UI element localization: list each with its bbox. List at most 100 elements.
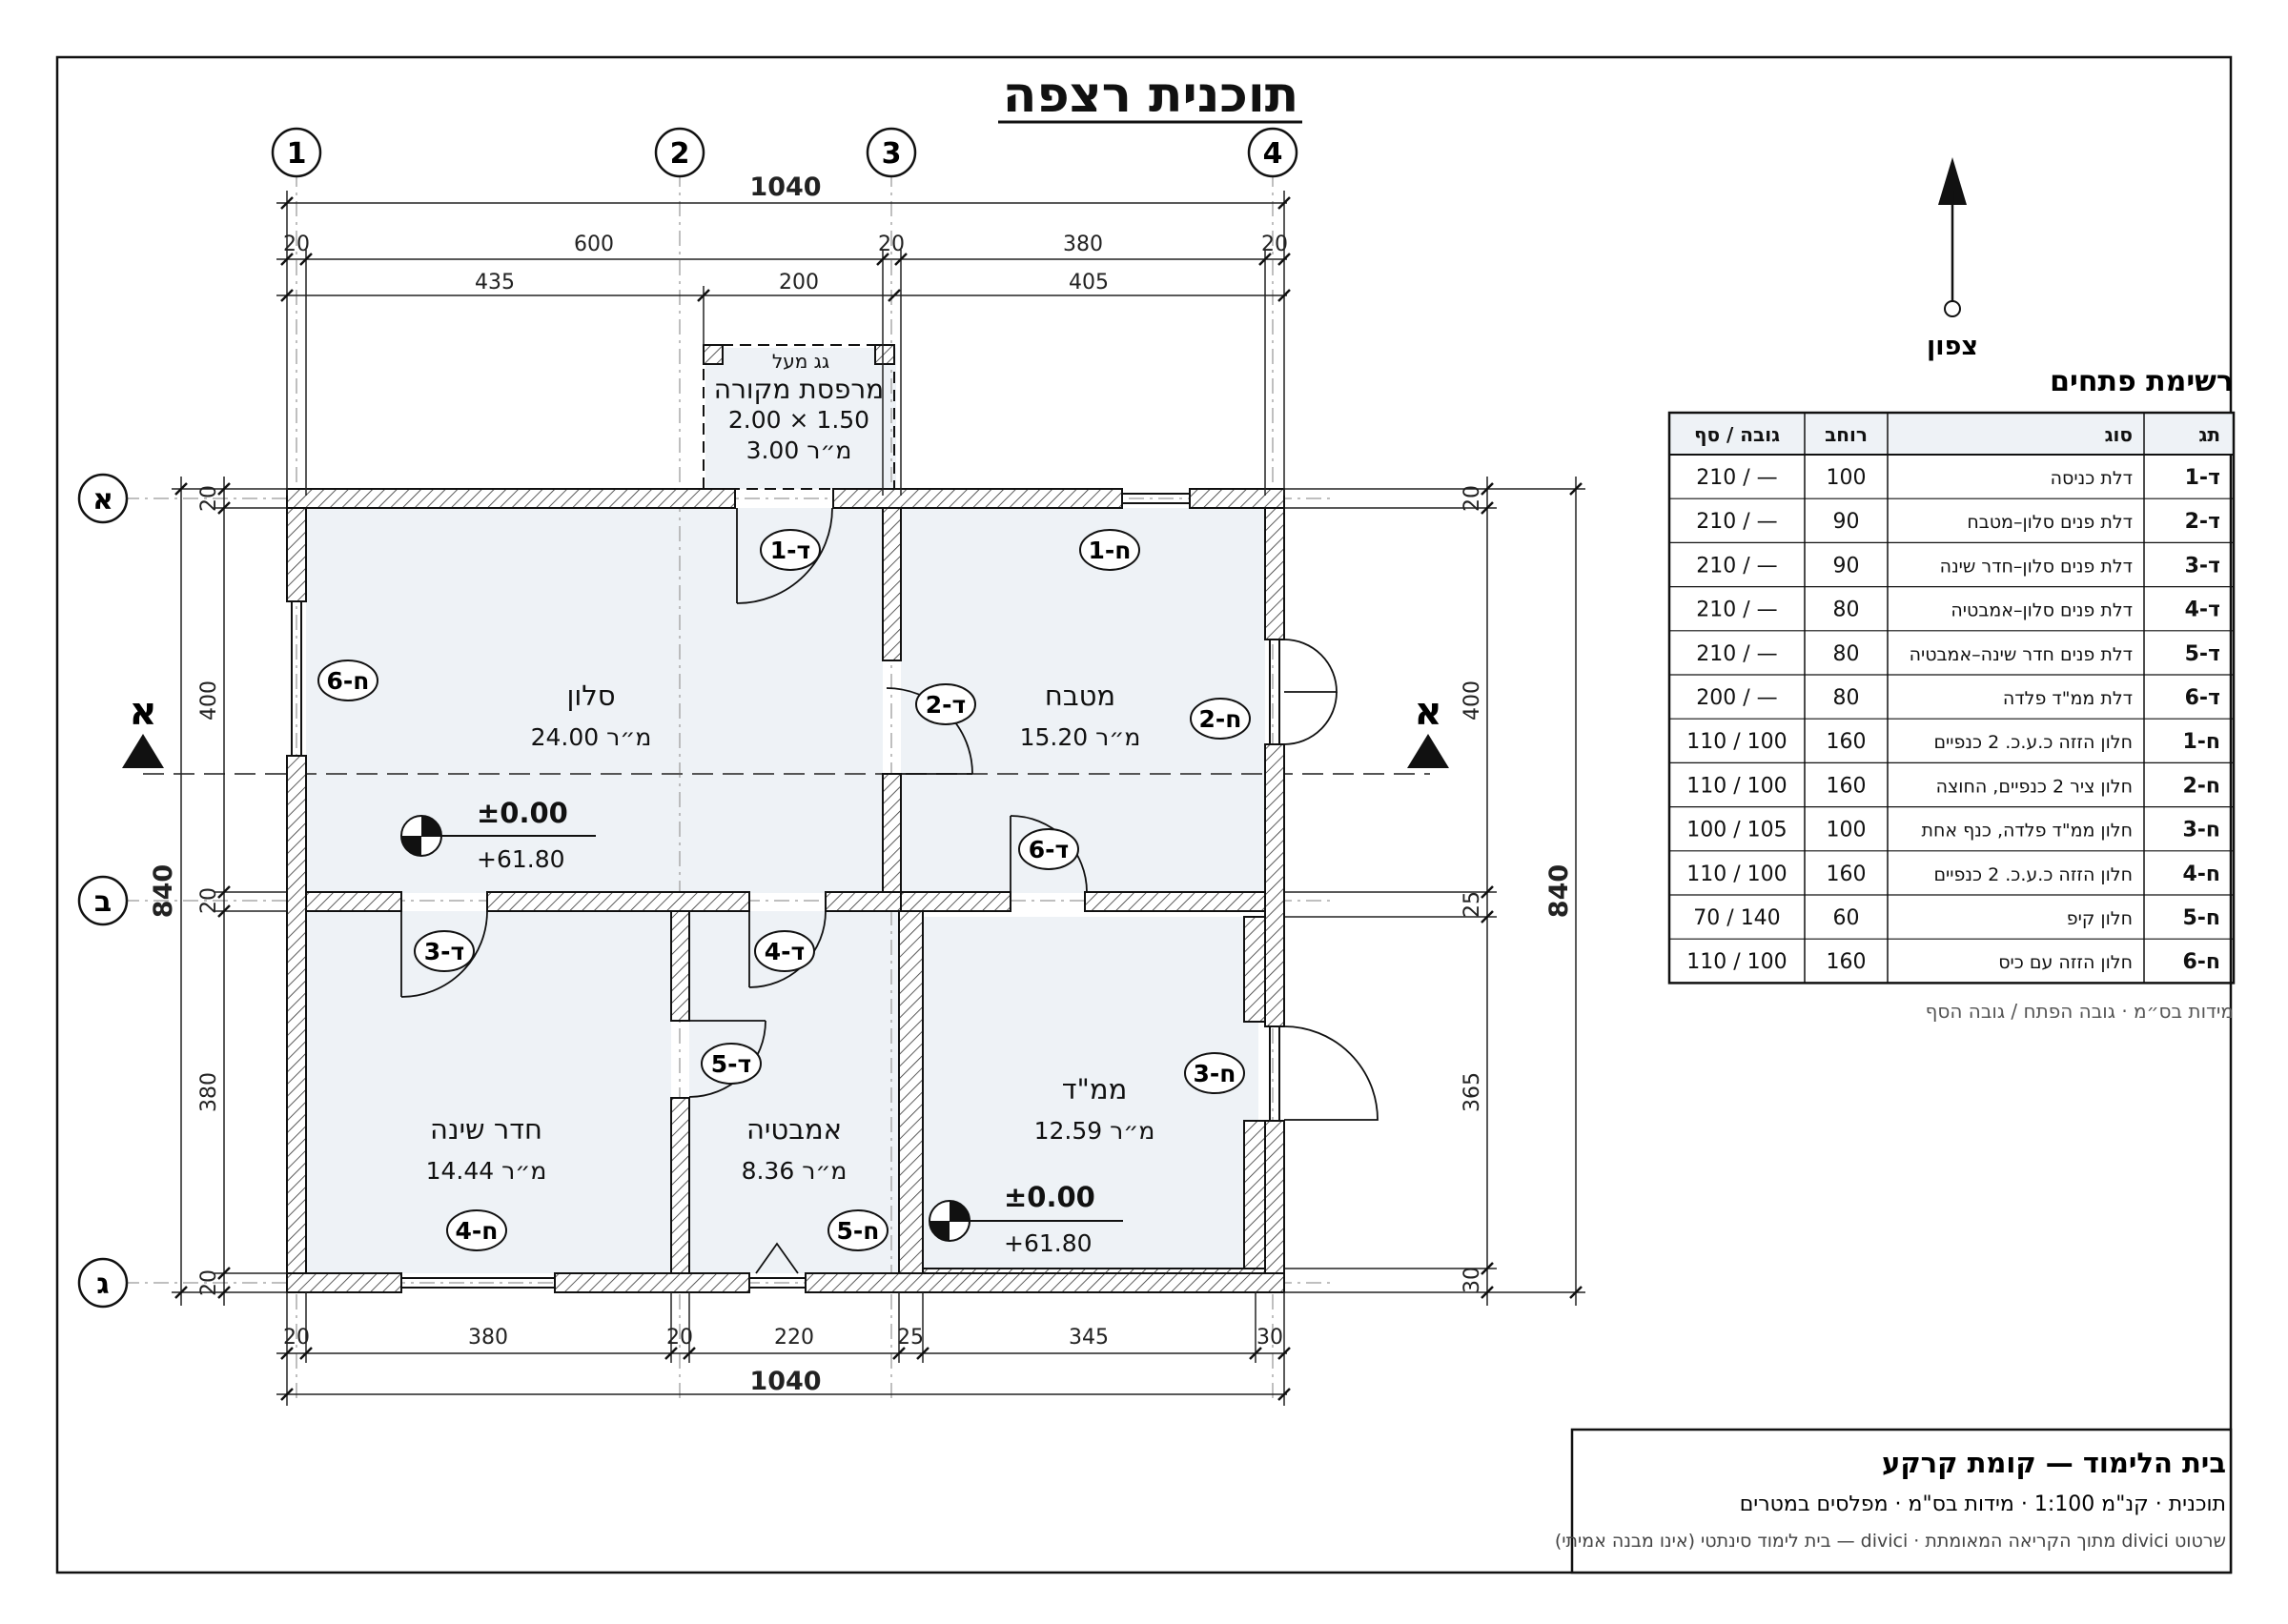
schedule-cell: 80 [1833, 642, 1860, 666]
schedule-cell: דלת פנים סלון–אמבטיה [1951, 600, 2133, 621]
schedule-cell: 90 [1833, 554, 1860, 578]
tag-d5: ד-5 [701, 1043, 762, 1085]
svg-text:20: 20 [197, 485, 221, 512]
schedule-header-cell: רוחב [1825, 423, 1868, 446]
sheet-border [55, 55, 2233, 1574]
grid-bubble-col-2: 2 [654, 127, 705, 178]
svg-text:345: 345 [1069, 1326, 1109, 1350]
room-name-bathroom: אמבטיה [746, 1113, 842, 1146]
schedule-cell: ח-2 [2182, 774, 2220, 798]
svg-text:20: 20 [1461, 485, 1484, 512]
svg-text:ח-5: ח-5 [837, 1217, 880, 1245]
schedule-note: מידות בס״מ · גובה הפתח / גובה הסף [1926, 1000, 2234, 1023]
svg-text:380: 380 [197, 1072, 221, 1112]
svg-text:א: א [129, 690, 156, 734]
svg-text:30: 30 [1256, 1326, 1283, 1350]
covered-balcony: גג מעל מרפסת מקורה 2.00 × 1.50 3.00 מ״ר [703, 344, 895, 490]
dimension-texts: 1040 20 600 20 380 20 435 200 405 20 380… [149, 173, 1574, 1396]
schedule-cell: ח-6 [2182, 950, 2220, 974]
svg-text:ד-1: ד-1 [770, 537, 810, 564]
schedule-cell: 160 [1827, 863, 1867, 886]
svg-text:ד-3: ד-3 [424, 938, 464, 965]
svg-text:400: 400 [197, 680, 221, 721]
grid-bubble-row-b: ב [77, 875, 129, 926]
level-value: ±0.00 [1004, 1181, 1095, 1213]
schedule-cell: דלת פנים סלון–מטבח [1967, 512, 2133, 533]
svg-text:2: 2 [670, 137, 690, 171]
dim-top-overall: 1040 [749, 173, 821, 202]
schedule-cell: 80 [1833, 686, 1860, 710]
title-block: בית הלימוד — קומת קרקע תוכנית · קנ"מ 1:1… [1555, 1428, 2233, 1574]
north-arrow: צפון [1927, 157, 1978, 361]
page-title: תוכנית רצפה [1003, 67, 1299, 124]
schedule-cell: ד-1 [2185, 466, 2220, 490]
svg-text:ח-1: ח-1 [1089, 537, 1132, 564]
svg-text:20: 20 [197, 887, 221, 914]
room-area-safe-room: 12.59 מ״ר [1034, 1117, 1155, 1145]
schedule-cell: דלת פנים חדר שינה–אמבטיה [1910, 644, 2133, 665]
tag-d3: ד-3 [414, 930, 475, 972]
svg-text:25: 25 [897, 1326, 924, 1350]
schedule-cell: 160 [1827, 774, 1867, 798]
dim-left-overall: 840 [149, 864, 178, 918]
level-marker-living: ±0.00 +61.80 [400, 797, 596, 873]
grid-bubble-row-g: ג [77, 1257, 129, 1309]
title-block-subtitle: תוכנית · קנ"מ 1:100 · מידות בס"מ · מפלסי… [1740, 1492, 2226, 1516]
tag-d1: ד-1 [760, 529, 821, 571]
svg-text:ד-6: ד-6 [1029, 836, 1069, 863]
schedule-cell: 160 [1827, 730, 1867, 754]
schedule-cell: דלת פנים סלון–חדר שינה [1940, 556, 2133, 577]
room-name-bedroom: חדר שינה [430, 1113, 542, 1146]
svg-text:400: 400 [1461, 680, 1484, 721]
svg-text:380: 380 [468, 1326, 508, 1350]
schedule-cell: 210 / — [1696, 599, 1777, 622]
schedule-header-bg [1669, 413, 2234, 455]
svg-text:ח-6: ח-6 [327, 667, 370, 695]
svg-text:380: 380 [1063, 233, 1103, 256]
schedule-cell: ד-5 [2185, 642, 2220, 666]
schedule-cell: ח-3 [2182, 819, 2220, 842]
svg-text:ד-5: ד-5 [711, 1050, 751, 1078]
schedule-cell: 90 [1833, 510, 1860, 534]
svg-text:405: 405 [1069, 271, 1109, 294]
schedule-header-cell: גובה / סף [1694, 423, 1780, 446]
schedule-cell: 100 [1827, 819, 1867, 842]
svg-text:א: א [92, 483, 113, 517]
grid-bubble-row-a: א [77, 473, 129, 524]
tag-d4: ד-4 [754, 930, 815, 972]
tag-w1: ח-1 [1079, 529, 1140, 571]
schedule-cell: חלון הזזה כ.ע.כ. 2 כנפיים [1933, 864, 2133, 885]
svg-text:20: 20 [283, 233, 310, 256]
schedule-cell: 210 / — [1696, 554, 1777, 578]
schedule-cell: ד-6 [2185, 686, 2220, 710]
schedule-cell: 210 / — [1696, 510, 1777, 534]
svg-text:25: 25 [1461, 891, 1484, 918]
north-label: צפון [1927, 332, 1978, 361]
schedule-cell: ד-3 [2185, 554, 2220, 578]
room-area-living: 24.00 מ״ר [531, 723, 652, 751]
schedule-header-cell: סוג [2105, 423, 2133, 446]
schedule-cell: חלון הזזה כ.ע.כ. 2 כנפיים [1933, 732, 2133, 753]
section-marker-right: א [1407, 690, 1449, 768]
balcony-area: 3.00 מ״ר [746, 436, 852, 464]
opening-tags: ד-1 ד-2 ד-3 ד-4 ד-5 ד-6 ח-1 ח-2 ח-3 ח-4 … [317, 529, 1251, 1251]
schedule-cell: 60 [1833, 906, 1860, 930]
svg-text:ח-3: ח-3 [1194, 1060, 1236, 1087]
svg-text:א: א [1414, 690, 1441, 734]
svg-text:ד-4: ד-4 [765, 938, 805, 965]
balcony-size: 2.00 × 1.50 [728, 406, 869, 434]
grid-bubble-col-4: 4 [1247, 127, 1298, 178]
schedule-cell: ח-4 [2182, 863, 2220, 886]
tag-w3: ח-3 [1184, 1052, 1245, 1094]
schedule-cell: 210 / — [1696, 642, 1777, 666]
schedule-cell: 160 [1827, 950, 1867, 974]
schedule-cell: חלון ממ"ד פלדה, כנף אחת [1921, 821, 2133, 842]
door-swings [400, 507, 1379, 1274]
schedule-grid [1667, 411, 2236, 985]
room-name-safe-room: ממ"ד [1062, 1073, 1128, 1106]
schedule-cell: חלון הזזה עם כיס [1998, 952, 2133, 973]
svg-text:ב: ב [94, 885, 112, 919]
